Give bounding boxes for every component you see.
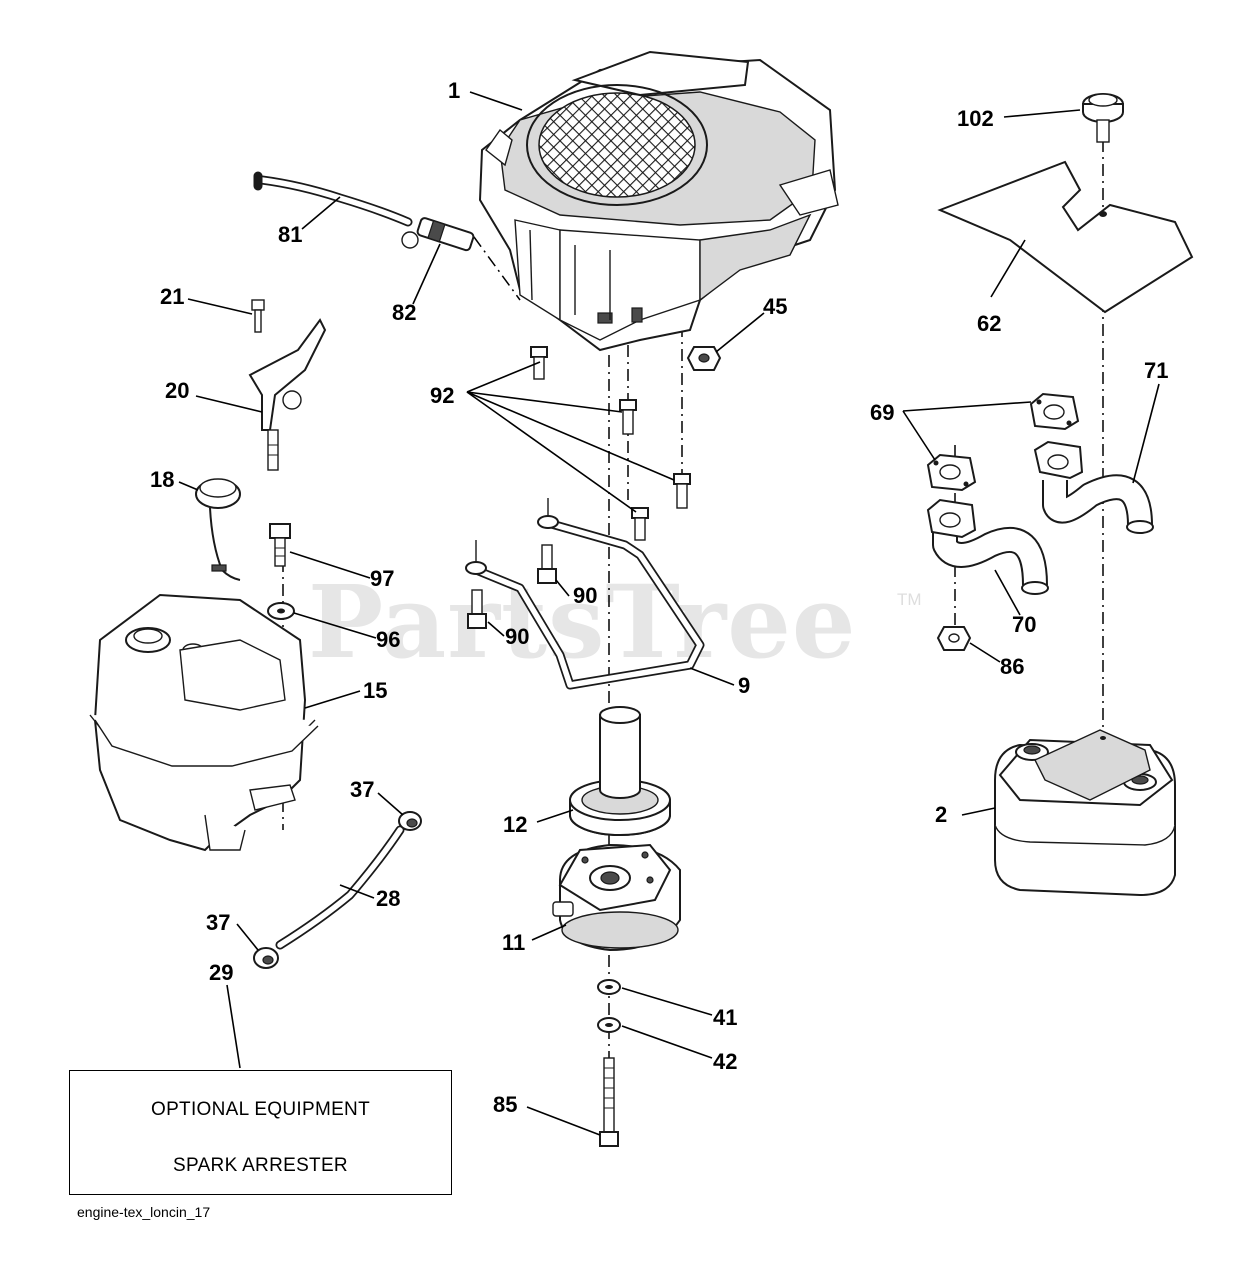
- callout-9: 9: [738, 673, 750, 698]
- callout-102: 102: [957, 106, 994, 131]
- callout-92: 92: [430, 383, 454, 408]
- brace-9[interactable]: [465, 498, 705, 690]
- callout-1: 1: [448, 78, 460, 103]
- callout-28: 28: [376, 886, 400, 911]
- fuel-cap-18[interactable]: [195, 478, 241, 581]
- spark-arrester-label: SPARK ARRESTER: [173, 1155, 348, 1176]
- bolt-97[interactable]: [269, 523, 291, 567]
- trademark-symbol: TM: [897, 590, 922, 609]
- screw-21[interactable]: [251, 299, 265, 333]
- throttle-control-20[interactable]: [248, 318, 327, 471]
- hose-clamp-37-upper[interactable]: [398, 811, 422, 831]
- callout-2: 2: [935, 802, 947, 827]
- optional-equipment-label: OPTIONAL EQUIPMENT: [150, 1099, 370, 1120]
- callout-82: 82: [392, 300, 416, 325]
- callout-45: 45: [763, 294, 787, 319]
- leader-lines: [178, 91, 1160, 1136]
- bolt-92-b[interactable]: [619, 399, 637, 435]
- bolt-90-upper[interactable]: [537, 544, 557, 584]
- heat-shield-62[interactable]: [937, 160, 1194, 314]
- washer-41[interactable]: [597, 979, 621, 995]
- nut-86[interactable]: [936, 626, 972, 651]
- callout-62: 62: [977, 311, 1001, 336]
- callout-69: 69: [870, 400, 894, 425]
- callout-37-upper: 37: [350, 777, 374, 802]
- callout-42: 42: [713, 1049, 737, 1074]
- engine-assembly[interactable]: [478, 50, 839, 352]
- fuel-fitting-82[interactable]: [401, 217, 475, 252]
- callout-labels: 1 102 81 82 21 45 62 20 92 71 69 18 97 9…: [150, 78, 1168, 1117]
- gasket-69-right[interactable]: [1029, 392, 1080, 431]
- callout-86: 86: [1000, 654, 1024, 679]
- bolt-90-lower[interactable]: [467, 589, 487, 629]
- optional-equipment-box: OPTIONAL EQUIPMENT SPARK ARRESTER: [69, 1070, 452, 1195]
- callout-71: 71: [1144, 358, 1168, 383]
- electric-clutch-11[interactable]: [552, 843, 681, 952]
- fuel-line-81[interactable]: [253, 171, 413, 227]
- washer-42[interactable]: [597, 1017, 621, 1033]
- nut-45[interactable]: [686, 346, 722, 371]
- callout-37-lower: 37: [206, 910, 230, 935]
- partstree-watermark: PartsTree: [308, 563, 857, 681]
- callout-21: 21: [160, 284, 184, 309]
- callout-11: 11: [502, 930, 525, 955]
- callout-41: 41: [713, 1005, 737, 1030]
- gasket-69-left[interactable]: [926, 453, 977, 492]
- diagram-code: engine-tex_loncin_17: [77, 1204, 211, 1220]
- fuel-hose-28[interactable]: [275, 825, 405, 950]
- callout-29: 29: [209, 960, 233, 985]
- callout-20: 20: [165, 378, 189, 403]
- exhaust-pipe-71[interactable]: [1033, 440, 1154, 534]
- callout-15: 15: [363, 678, 387, 703]
- knob-102[interactable]: [1082, 93, 1124, 143]
- callout-81: 81: [278, 222, 302, 247]
- washer-96[interactable]: [267, 602, 295, 620]
- callout-90-upper: 90: [573, 583, 597, 608]
- pulley-12[interactable]: [569, 706, 671, 836]
- callout-85: 85: [493, 1092, 517, 1117]
- callout-90-lower: 90: [505, 624, 529, 649]
- callout-18: 18: [150, 467, 174, 492]
- bolt-85[interactable]: [599, 1057, 619, 1147]
- engine-grill: [538, 92, 696, 198]
- hose-clamp-37-lower[interactable]: [253, 947, 279, 969]
- bolt-92-a[interactable]: [530, 346, 548, 380]
- fuel-tank-15[interactable]: [89, 593, 319, 852]
- callout-70: 70: [1012, 612, 1036, 637]
- callout-12: 12: [503, 812, 527, 837]
- bolt-92-c[interactable]: [673, 473, 691, 509]
- muffler-2[interactable]: [994, 729, 1176, 897]
- callout-96: 96: [376, 627, 400, 652]
- bolt-92-d[interactable]: [631, 507, 649, 541]
- exhaust-pipe-70[interactable]: [926, 498, 1049, 595]
- callout-97: 97: [370, 566, 394, 591]
